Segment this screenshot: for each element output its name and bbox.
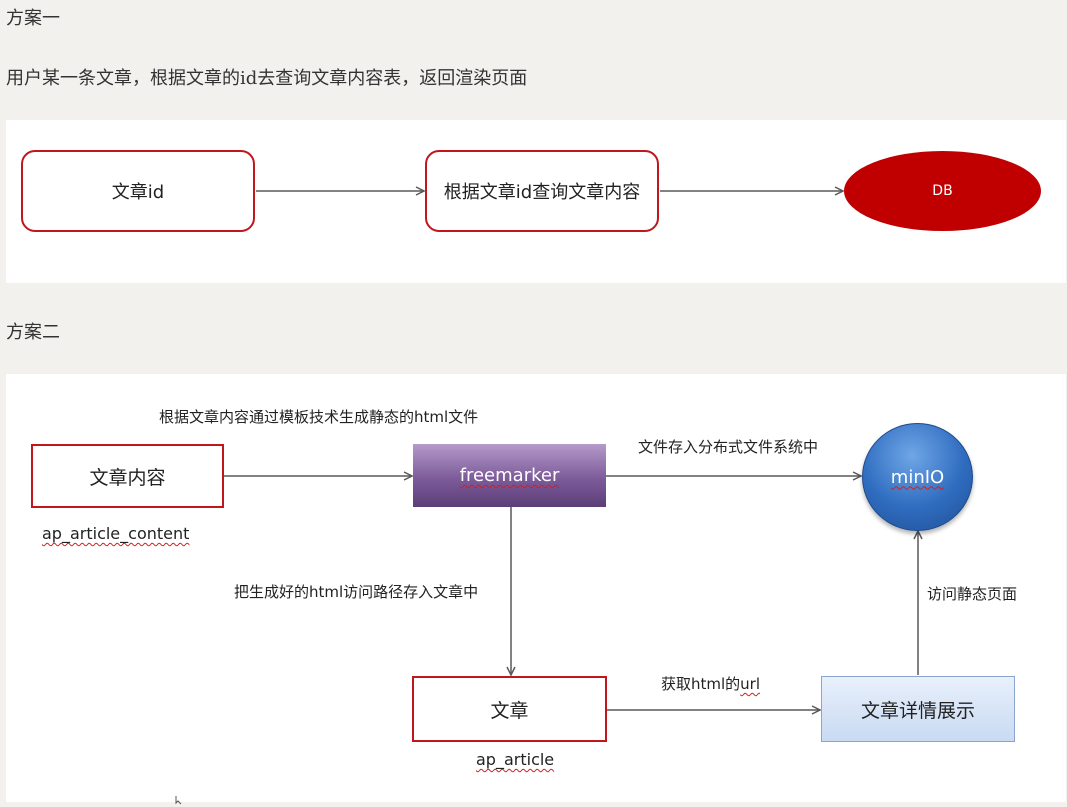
- get-html-url-prefix: 获取html的: [661, 675, 741, 693]
- freemarker-node: freemarker: [413, 444, 606, 507]
- minio-label: minIO: [890, 466, 945, 488]
- query-content-node: 根据文章id查询文章内容: [425, 150, 659, 232]
- db-label: DB: [932, 183, 953, 199]
- minio-node: minIO: [862, 423, 973, 531]
- article-label: 文章: [490, 699, 529, 722]
- article-detail-node: 文章详情展示: [821, 676, 1015, 742]
- query-content-label: 根据文章id查询文章内容: [443, 182, 641, 203]
- visit-static-page-label: 访问静态页面: [927, 585, 1018, 603]
- get-html-url-label: 获取html的url: [661, 673, 760, 694]
- generate-static-html-label: 根据文章内容通过模板技术生成静态的html文件: [159, 408, 479, 426]
- freemarker-label: freemarker: [459, 465, 560, 486]
- db-node: DB: [844, 151, 1041, 231]
- mouse-cursor-icon: [175, 796, 182, 805]
- article-node: 文章: [412, 676, 607, 742]
- article-content-table-label: ap_article_content: [42, 524, 190, 543]
- plan-one-description: 用户某一条文章，根据文章的id去查询文章内容表，返回渲染页面: [6, 68, 528, 89]
- article-table-label: ap_article: [476, 750, 555, 769]
- plan-one-heading: 方案一: [6, 8, 60, 29]
- article-content-node: 文章内容: [31, 444, 224, 508]
- article-detail-label: 文章详情展示: [860, 699, 975, 722]
- get-html-url-suffix: url: [740, 675, 761, 693]
- article-id-label: 文章id: [111, 182, 165, 203]
- article-content-label: 文章内容: [89, 466, 166, 489]
- store-in-dfs-label: 文件存入分布式文件系统中: [638, 438, 819, 456]
- article-id-node: 文章id: [21, 150, 255, 232]
- plan-two-heading: 方案二: [6, 322, 60, 343]
- save-path-to-article-label: 把生成好的html访问路径存入文章中: [234, 583, 479, 601]
